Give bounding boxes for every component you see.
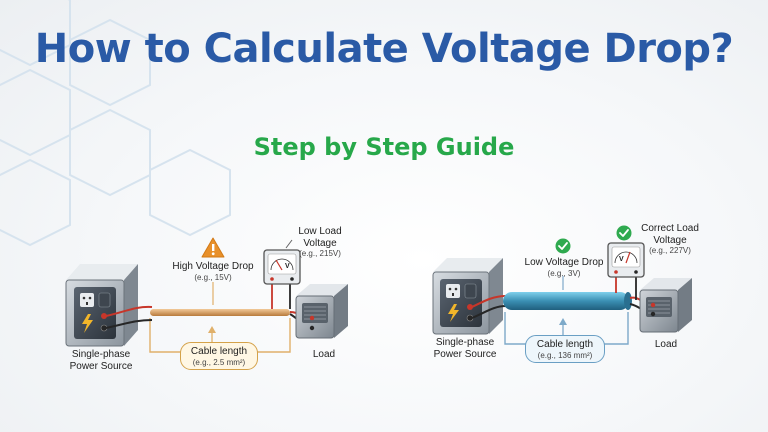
left-power-source bbox=[65, 264, 138, 347]
right-load-label: Load bbox=[644, 339, 688, 351]
left-drop-label: High Voltage Drop (e.g., 15V) bbox=[163, 261, 263, 282]
right-meter-label: Correct Load Voltage (e.g., 227V) bbox=[628, 223, 712, 255]
left-load-text: Load bbox=[312, 349, 336, 360]
right-cable-example: (e.g., 136 mm²) bbox=[537, 350, 593, 360]
right-drop-title: Low Voltage Drop bbox=[524, 257, 604, 268]
left-meter-label: Low Load Voltage (e.g., 215V) bbox=[282, 226, 358, 258]
right-load-device bbox=[639, 278, 692, 333]
page-title: How to Calculate Voltage Drop? bbox=[34, 26, 734, 72]
left-cable-length-pill: Cable length (e.g., 2.5 mm²) bbox=[180, 342, 258, 370]
left-load-label: Load bbox=[302, 349, 346, 361]
right-meter-example: (e.g., 227V) bbox=[649, 246, 691, 255]
left-meter-title-1: Low Load bbox=[298, 226, 342, 237]
left-thin-cable bbox=[150, 309, 290, 316]
left-source-label: Single-phase Power Source bbox=[56, 349, 146, 372]
check-icon bbox=[555, 238, 571, 254]
right-drop-example: (e.g., 3V) bbox=[547, 268, 581, 278]
left-meter-example: (e.g., 215V) bbox=[299, 249, 341, 258]
right-drop-label: Low Voltage Drop (e.g., 3V) bbox=[518, 257, 610, 278]
right-thick-cable bbox=[503, 292, 629, 310]
left-meter-unit: V bbox=[285, 263, 290, 270]
left-load-device bbox=[295, 284, 348, 339]
left-drop-title: High Voltage Drop bbox=[172, 261, 254, 272]
right-voltmeter: V bbox=[607, 242, 645, 278]
warning-icon bbox=[201, 237, 225, 258]
left-source-line-1: Single-phase bbox=[71, 349, 131, 360]
page-subtitle: Step by Step Guide bbox=[253, 133, 515, 161]
right-meter-title-2: Voltage bbox=[653, 234, 687, 246]
right-cable-title: Cable length bbox=[536, 339, 594, 350]
right-source-line-1: Single-phase bbox=[435, 337, 495, 348]
check-icon-meter bbox=[616, 225, 632, 241]
left-cable-example: (e.g., 2.5 mm²) bbox=[192, 357, 246, 367]
left-source-line-2: Power Source bbox=[69, 360, 133, 372]
left-drop-example: (e.g., 15V) bbox=[194, 272, 232, 282]
right-source-line-2: Power Source bbox=[433, 348, 497, 360]
left-cable-title: Cable length bbox=[190, 346, 248, 357]
right-load-text: Load bbox=[654, 339, 678, 350]
left-meter-title-2: Voltage bbox=[303, 237, 337, 249]
right-meter-unit: V bbox=[619, 256, 624, 263]
left-voltmeter: V bbox=[263, 249, 301, 285]
right-cable-length-pill: Cable length (e.g., 136 mm²) bbox=[525, 335, 605, 363]
right-source-label: Single-phase Power Source bbox=[420, 337, 510, 360]
right-power-source bbox=[432, 258, 503, 335]
right-meter-title-1: Correct Load bbox=[641, 223, 699, 234]
hexagon-pattern bbox=[0, 0, 231, 247]
right-scenario: V bbox=[432, 225, 692, 345]
